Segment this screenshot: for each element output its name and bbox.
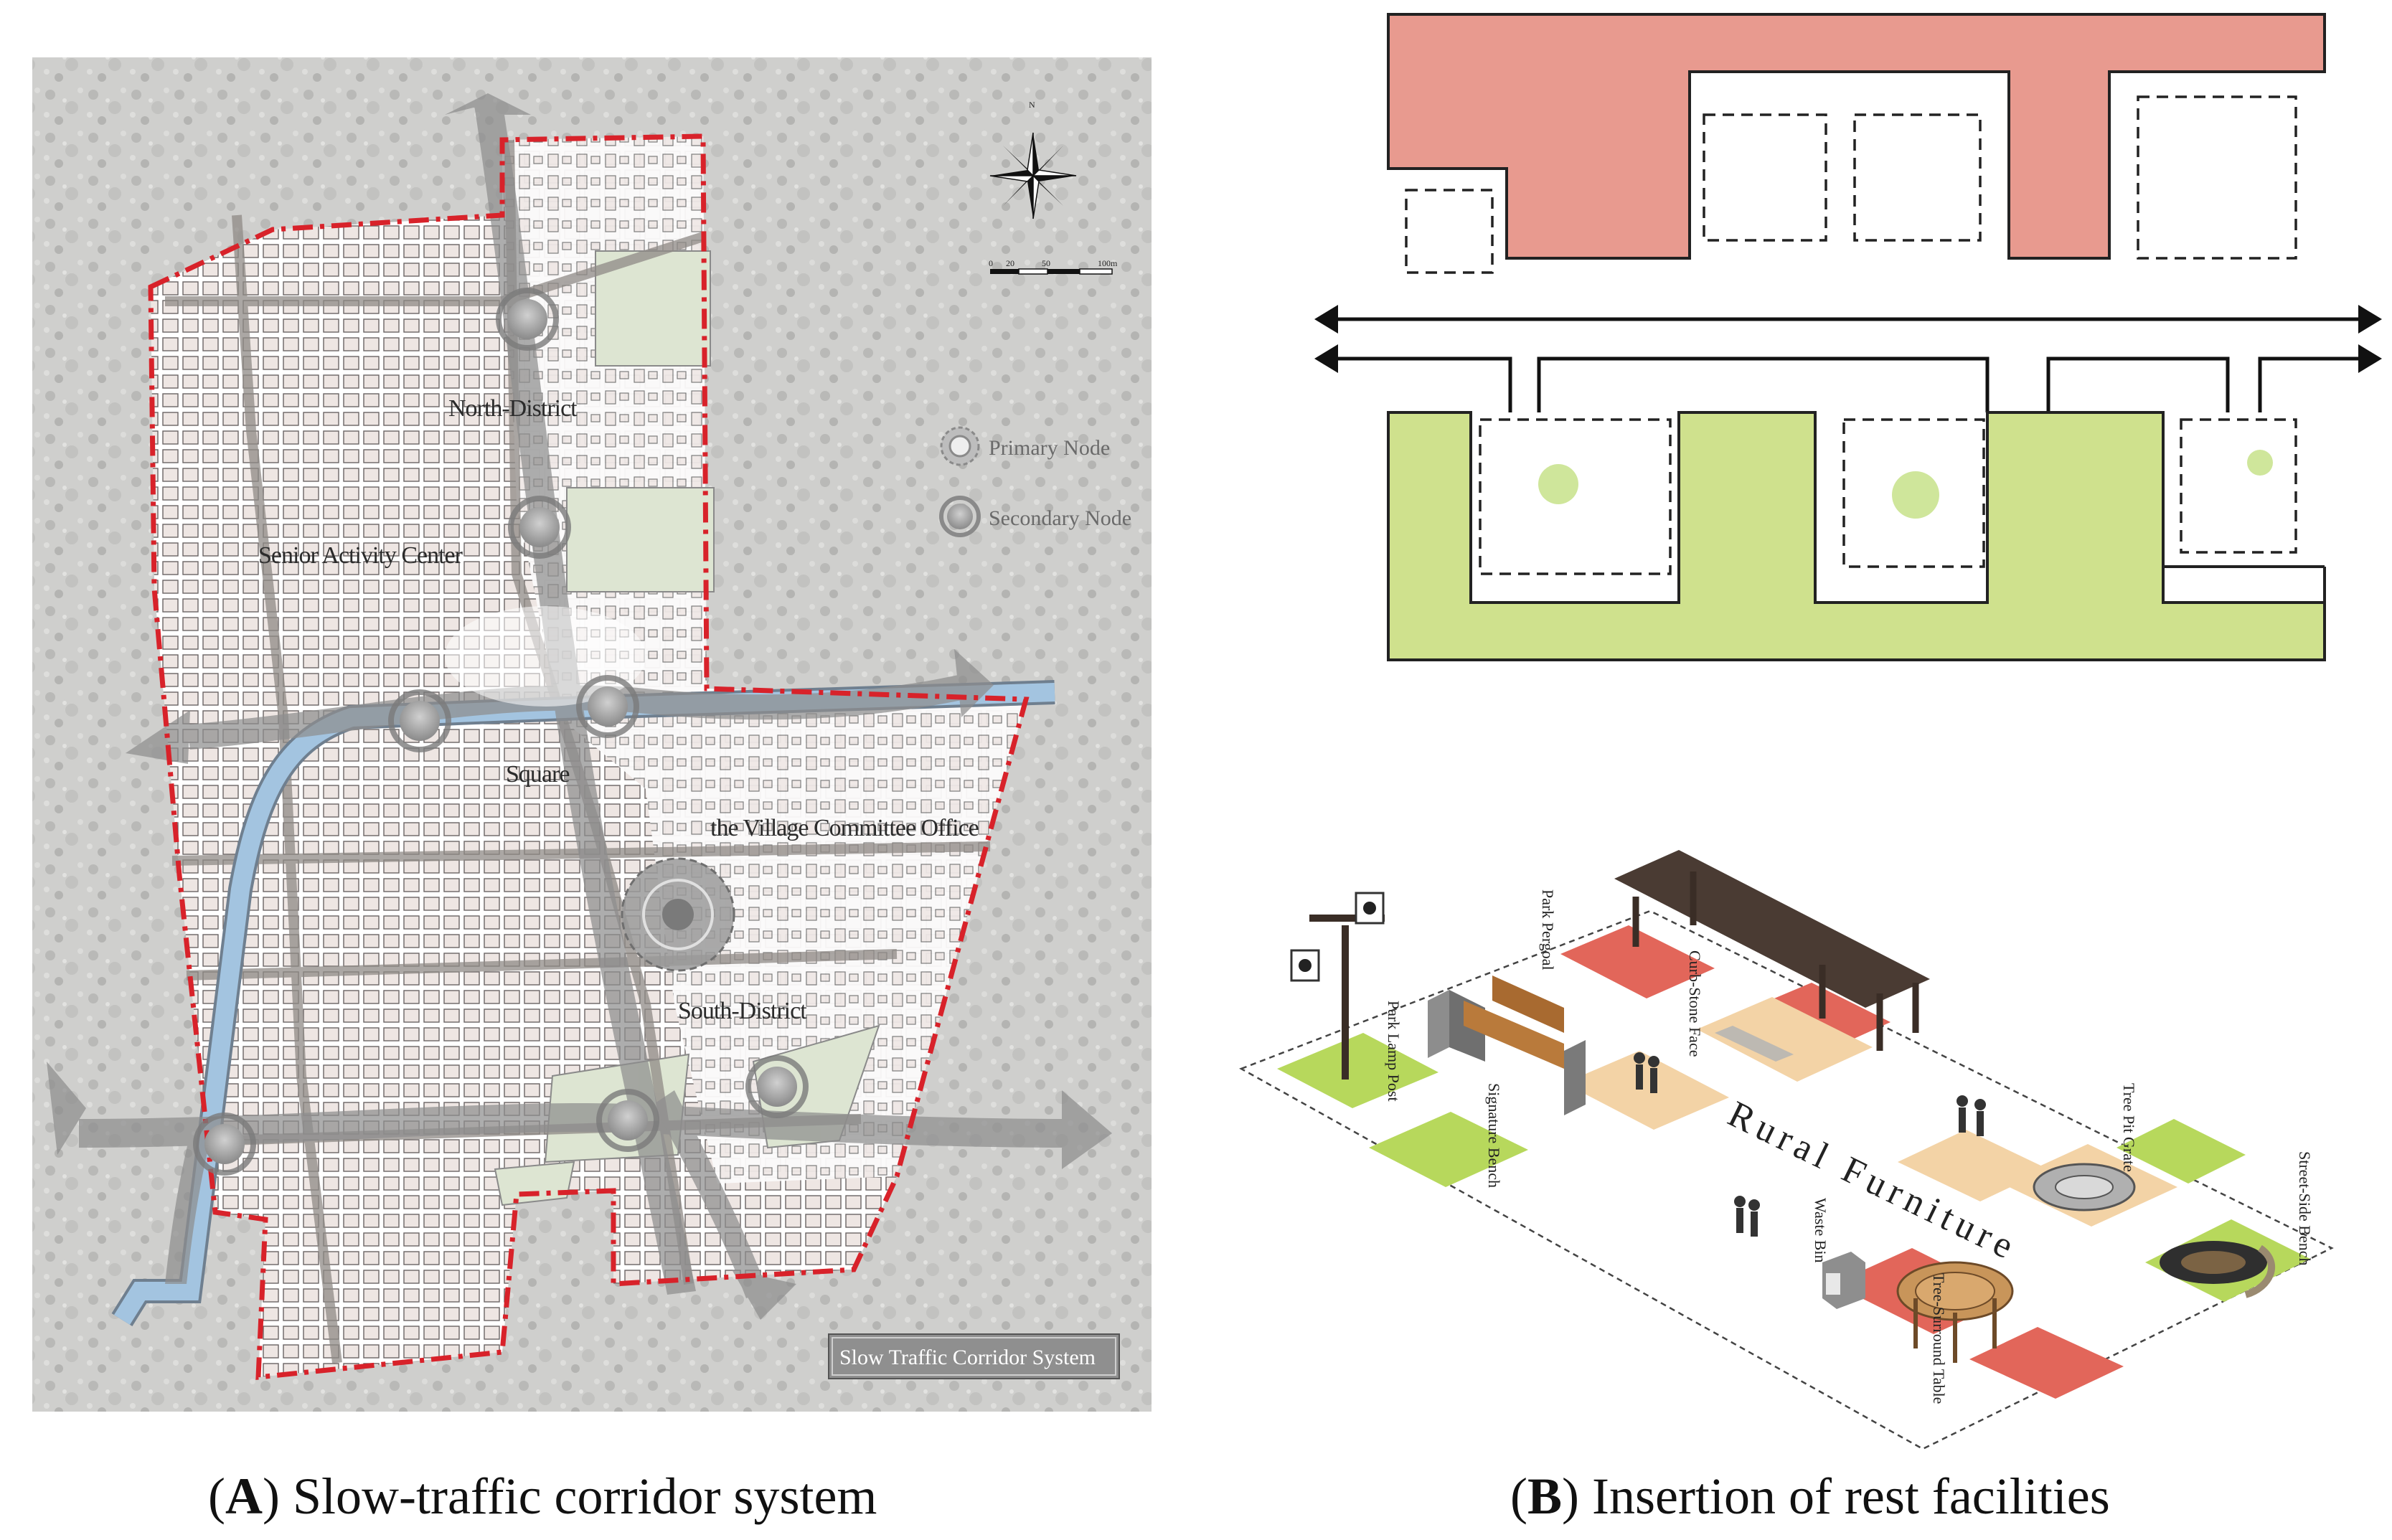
legend: Primary Node Secondary Node bbox=[939, 426, 1131, 537]
street-bench-icon bbox=[2160, 1241, 2276, 1298]
secondary-node bbox=[596, 1089, 659, 1152]
rural-furniture-plan: Rural Furniture Park Pergoal Curb-Stone … bbox=[1239, 850, 2334, 1450]
secondary-nodes bbox=[193, 288, 809, 1176]
label-committee: the Village Committee Office bbox=[710, 815, 979, 841]
rest-space-diagram bbox=[1387, 411, 2326, 661]
label-pergola: Park Pergoal bbox=[1539, 889, 1557, 970]
rest-node-dot bbox=[2247, 450, 2273, 476]
system-badge: Slow Traffic Corridor System bbox=[828, 1333, 1120, 1379]
secondary-node bbox=[745, 1055, 809, 1118]
svg-text:N: N bbox=[1029, 100, 1035, 110]
legend-primary-label: Primary Node bbox=[989, 436, 1110, 460]
caption-a: (A) Slow-traffic corridor system bbox=[208, 1468, 877, 1525]
lamp-post-icon bbox=[1290, 892, 1385, 1080]
secondary-node bbox=[193, 1113, 256, 1176]
secondary-node bbox=[508, 496, 571, 559]
built-block-diagram bbox=[1387, 13, 2326, 274]
waste-bin-icon bbox=[1822, 1252, 1865, 1309]
label-street-bench: Street-Side Bench bbox=[2296, 1151, 2314, 1265]
secondary-node-legend-icon bbox=[939, 496, 981, 537]
caption-b: (B) Insertion of rest facilities bbox=[1510, 1468, 2110, 1525]
scale-bar: 0 20 50 100m bbox=[989, 258, 1118, 275]
label-lamp: Park Lamp Post bbox=[1385, 1001, 1403, 1102]
compass-icon: N bbox=[989, 100, 1077, 219]
rest-node-dot bbox=[1538, 464, 1578, 504]
primary-node bbox=[621, 857, 735, 972]
label-tree-table: Tree-Surround Table bbox=[1930, 1273, 1948, 1404]
rest-facility-diagram: Rural Furniture Park Pergoal Curb-Stone … bbox=[1239, 13, 2382, 1450]
secondary-node bbox=[576, 675, 639, 738]
secondary-node bbox=[388, 689, 451, 752]
scale-tick: 50 bbox=[1042, 258, 1050, 268]
scale-tick: 100m bbox=[1098, 258, 1118, 268]
label-waste: Waste Bin bbox=[1812, 1198, 1830, 1263]
curb-stone-icon bbox=[1715, 1026, 1794, 1062]
label-south-district: South-District bbox=[678, 998, 807, 1024]
label-north-district: North-District bbox=[448, 395, 578, 422]
scale-tick: 20 bbox=[1006, 258, 1014, 268]
panel-a: N 0 20 50 100m Primary Node Secondary No bbox=[0, 0, 1191, 1540]
panel-b: Rural Furniture Park Pergoal Curb-Stone … bbox=[1191, 0, 2392, 1540]
scale-tick: 0 bbox=[989, 258, 993, 268]
site-boundary bbox=[148, 133, 1030, 1380]
tree-table-icon bbox=[1896, 1261, 2014, 1363]
site-plan-map: N 0 20 50 100m Primary Node Secondary No bbox=[32, 57, 1152, 1412]
people-icon bbox=[1634, 1052, 1986, 1237]
label-bench: Signature Bench bbox=[1485, 1083, 1503, 1188]
label-tree-pit: Tree Pit Grate bbox=[2120, 1083, 2138, 1172]
label-senior-center: Senior Activity Center bbox=[258, 542, 463, 569]
tree-pit-icon bbox=[2033, 1163, 2136, 1211]
corridor-arrows bbox=[47, 93, 1112, 1320]
bench-icon bbox=[1428, 976, 1586, 1115]
primary-node-legend-icon bbox=[940, 426, 980, 466]
pergola-icon bbox=[1614, 850, 1930, 1051]
svg-text:Slow Traffic Corridor System: Slow Traffic Corridor System bbox=[839, 1346, 1096, 1369]
rest-node-dot bbox=[1892, 471, 1939, 519]
label-curb: Curb-Stone Face bbox=[1686, 950, 1704, 1057]
label-square: Square bbox=[506, 761, 569, 788]
legend-secondary-label: Secondary Node bbox=[989, 506, 1131, 530]
secondary-node bbox=[496, 288, 559, 351]
